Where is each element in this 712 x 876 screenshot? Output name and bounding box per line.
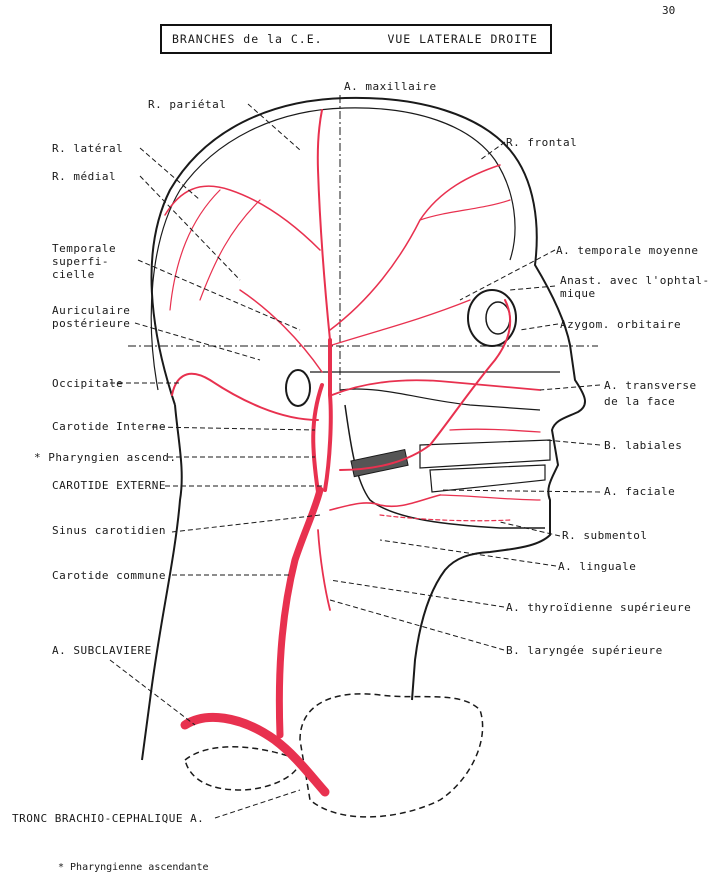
label-medial: R. médial (52, 170, 116, 183)
leader-linguale (380, 540, 556, 566)
label-anast-1: Anast. avec l'ophtal- (560, 274, 710, 287)
superficial-temporal (318, 110, 330, 340)
label-laryngee: B. laryngée supérieure (506, 644, 663, 657)
frontal-branch (330, 165, 500, 330)
lower-teeth (430, 465, 545, 492)
occipital-artery (172, 374, 318, 420)
upper-teeth (420, 440, 550, 468)
label-temporale-moyenne: A. temporale moyenne (556, 244, 698, 257)
common-carotid (279, 490, 320, 735)
leader-subclaviere (110, 660, 195, 725)
leader-parietal (248, 104, 300, 150)
submental-branch (380, 515, 510, 521)
lateral-branch (200, 200, 260, 300)
leader-transverse (540, 385, 600, 390)
label-anast-2: mique (560, 287, 596, 300)
label-maxillaire: A. maxillaire (344, 80, 437, 93)
label-temporale-3: cielle (52, 268, 95, 281)
parietal-branch (165, 186, 320, 250)
labial-upper (450, 429, 540, 432)
label-azygom: Azygom. orbitaire (560, 318, 681, 331)
leader-thyroidienne (330, 580, 504, 607)
label-submentol: R. submentol (562, 529, 647, 542)
leader-azygom (520, 324, 558, 330)
leader-auric (135, 323, 260, 360)
leader-sinus (172, 515, 320, 532)
label-faciale: A. faciale (604, 485, 675, 498)
label-carotide-interne: Carotide Interne (52, 420, 166, 433)
eye-ball (486, 302, 510, 334)
label-labiales: B. labiales (604, 439, 682, 452)
footnote: * Pharyngienne ascendante (58, 862, 209, 873)
label-carotide-externe: CAROTIDE EXTERNE (52, 479, 166, 492)
thyroid-cartilage (300, 694, 483, 817)
maxilla-line (340, 389, 540, 410)
leader-tronc (215, 790, 300, 818)
label-auric-2: postérieure (52, 317, 130, 330)
label-subclaviere: A. SUBCLAVIERE (52, 644, 152, 657)
lingual-artery (330, 495, 440, 510)
label-auric-1: Auriculaire (52, 304, 130, 317)
label-transverse-1: A. transverse (604, 379, 697, 392)
label-lateral: R. latéral (52, 142, 123, 155)
leader-interne (152, 427, 315, 430)
label-sinus: Sinus carotidien (52, 524, 166, 537)
middle-temporal (332, 300, 470, 345)
label-tronc: TRONC BRACHIO-CEPHALIQUE A. (12, 812, 204, 825)
maxillary-artery (332, 380, 540, 395)
label-temporale-1: Temporale (52, 242, 116, 255)
label-linguale: A. linguale (558, 560, 636, 573)
eye-orbit (468, 290, 516, 346)
posterior-auricular (240, 290, 322, 372)
label-thyroidienne: A. thyroïdienne supérieure (506, 601, 691, 614)
internal-carotid (313, 385, 322, 492)
ear (286, 370, 310, 406)
label-occipitale: Occipitale (52, 377, 123, 390)
label-frontal: R. frontal (506, 136, 577, 149)
label-carotide-commune: Carotide commune (52, 569, 166, 582)
external-carotid (325, 340, 331, 490)
scalp-line (151, 108, 515, 390)
clavicle-outline (185, 747, 300, 790)
brachiocephalic-trunk (185, 717, 325, 792)
leader-faciale (440, 490, 600, 492)
label-transverse-2: de la face (604, 395, 675, 408)
label-pharyngien: * Pharyngien ascend. (34, 451, 176, 464)
labial-lower (440, 495, 540, 500)
styloid-process (351, 450, 408, 477)
label-temporale-2: superfi- (52, 255, 109, 268)
superior-thyroid (318, 530, 330, 610)
label-parietal: R. pariétal (148, 98, 226, 111)
